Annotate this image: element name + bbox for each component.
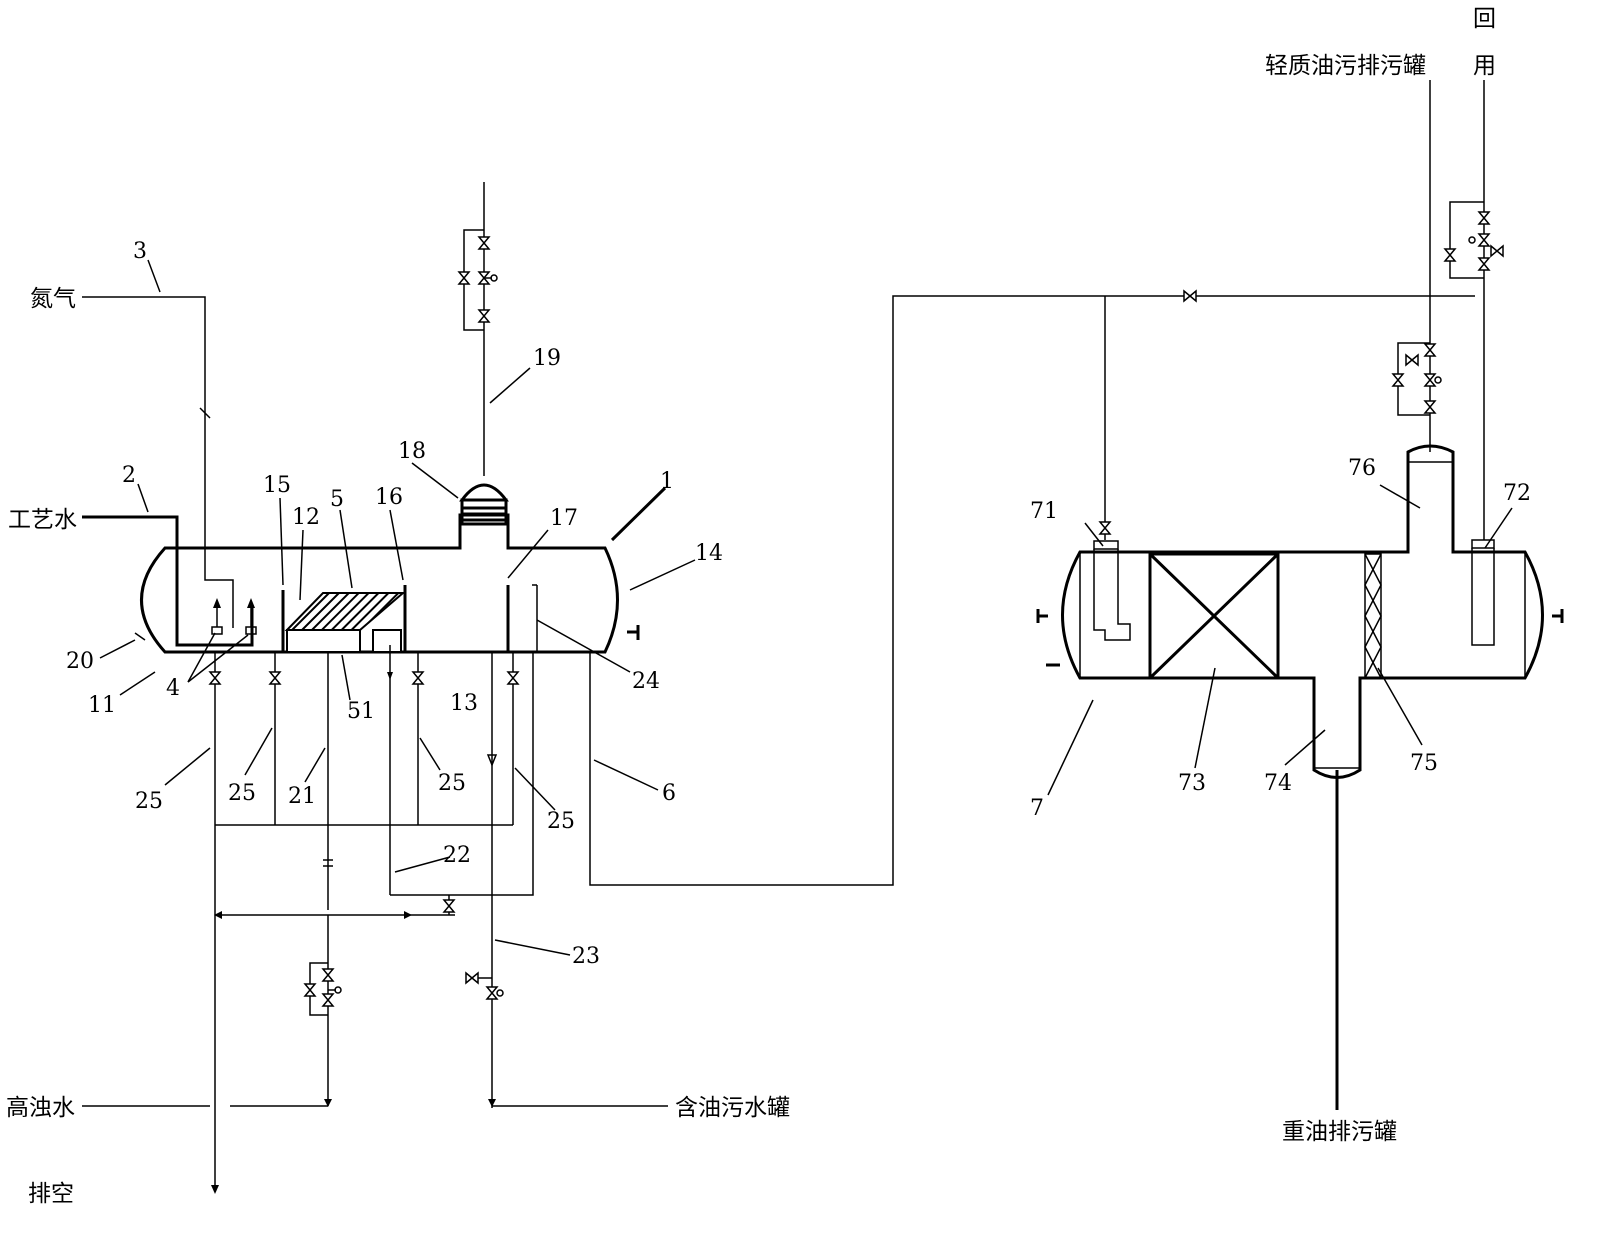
callout-4: 4 (166, 676, 180, 701)
heavy-oil-tank-label: 重油排污罐 (1282, 1119, 1397, 1145)
callout-25a: 25 (135, 789, 163, 814)
coalescer-pack-5 (284, 592, 406, 653)
callout-leaders (99, 259, 1513, 956)
callout-13: 13 (450, 691, 478, 716)
callout-16: 16 (375, 485, 403, 510)
callout-73: 73 (1178, 771, 1206, 796)
nitrogen-line-3 (82, 296, 234, 628)
callout-18: 18 (398, 439, 426, 464)
callout-21: 21 (288, 784, 316, 809)
process-water-line-2 (82, 515, 254, 647)
callout-24: 24 (632, 669, 660, 694)
oil-water-separator-7 (1036, 444, 1564, 779)
nitrogen-label: 氮气 (30, 286, 76, 312)
callout-5: 5 (330, 487, 344, 512)
callout-22: 22 (443, 843, 471, 868)
high-turbid-water-line (82, 915, 342, 1107)
callout-75: 75 (1410, 751, 1438, 776)
callout-23: 23 (572, 944, 600, 969)
recycle-label-2: 用 (1473, 53, 1496, 79)
oily-wastewater-line-23 (465, 972, 668, 1107)
callout-15: 15 (263, 473, 291, 498)
callout-76: 76 (1348, 456, 1376, 481)
callout-7: 7 (1030, 796, 1044, 821)
callout-19: 19 (533, 346, 561, 371)
top-outlet-line-19 (458, 182, 498, 476)
callout-6: 6 (662, 781, 676, 806)
callout-74: 74 (1264, 771, 1292, 796)
callout-14: 14 (695, 541, 723, 566)
light-oil-tank-label: 轻质油污排污罐 (1265, 53, 1426, 79)
callout-25c: 25 (438, 771, 466, 796)
drain-lines-25 (209, 645, 534, 1194)
callout-51: 51 (347, 699, 375, 724)
vent-label: 排空 (28, 1181, 74, 1207)
callout-17: 17 (550, 506, 578, 531)
callout-20: 20 (66, 649, 94, 674)
callout-71: 71 (1030, 499, 1058, 524)
callout-72: 72 (1503, 481, 1531, 506)
distributor-4 (211, 598, 257, 635)
callout-11: 11 (88, 693, 116, 718)
callout-3: 3 (133, 239, 147, 264)
separator-vessel-1 (134, 483, 640, 654)
transfer-line-6 (589, 295, 1475, 886)
callout-1: 1 (660, 469, 674, 494)
callout-2: 2 (122, 463, 136, 488)
process-water-label: 工艺水 (8, 507, 77, 533)
callout-12: 12 (292, 505, 320, 530)
light-oil-line (1392, 80, 1442, 452)
callout-25b: 25 (228, 781, 256, 806)
recycle-line (1444, 80, 1504, 540)
high-turbid-water-label: 高浊水 (6, 1095, 75, 1121)
callout-25d: 25 (547, 809, 575, 834)
recycle-label-1: 回 (1473, 6, 1496, 32)
oily-wastewater-tank-label: 含油污水罐 (675, 1095, 790, 1121)
